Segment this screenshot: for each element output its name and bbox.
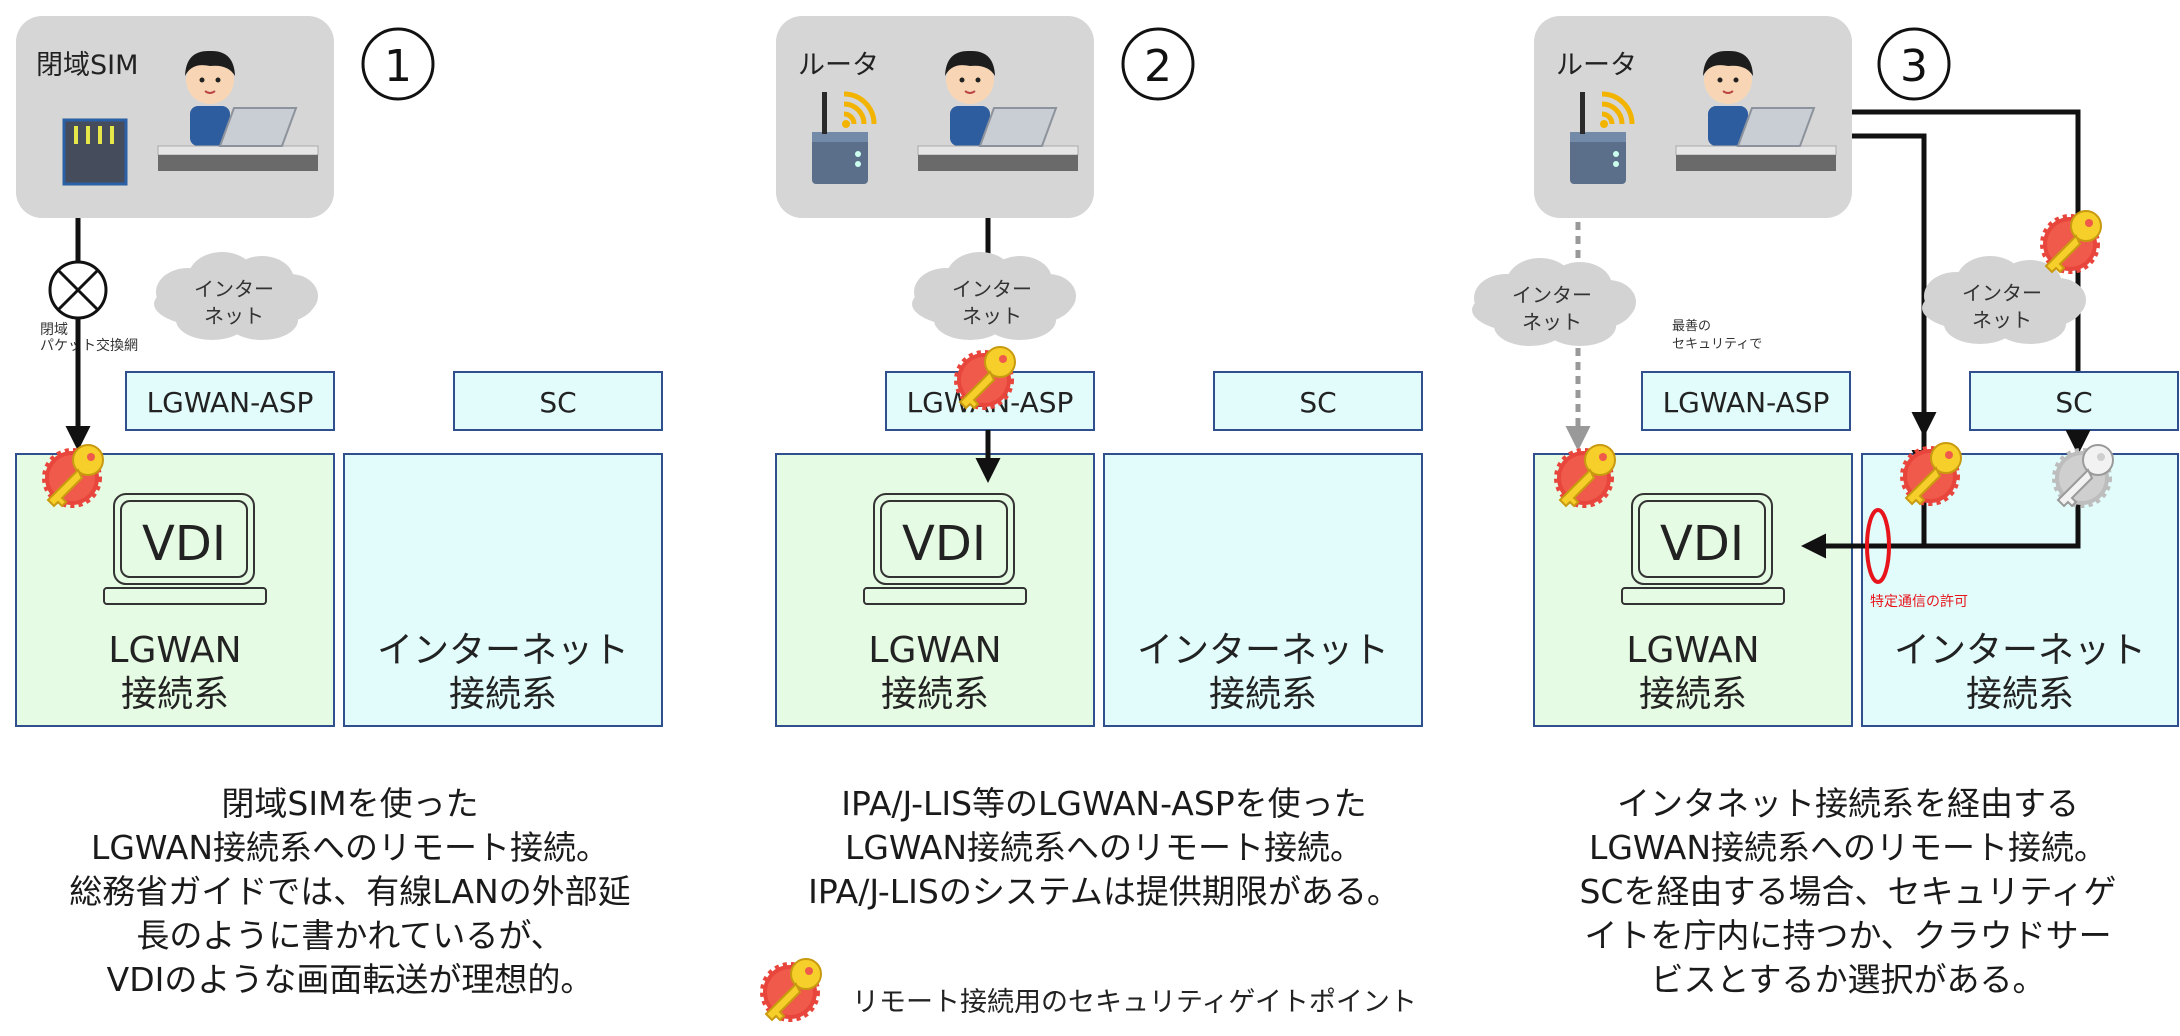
sc-label: SC (2055, 386, 2092, 419)
lgwan-zone-label: LGWAN (868, 630, 1001, 671)
terminal-label: ルータ (798, 50, 879, 81)
lgwan-zone-label-2: 接続系 (1639, 674, 1747, 715)
panel-1: 閉域SIM ① 1 閉域 パケット交換網 インター ネット LGWAN-ASP … (15, 16, 663, 727)
terminal-label: 閉域SIM (36, 50, 138, 81)
route-direct-lgwan (1852, 133, 1937, 437)
permit-label: 特定通信の許可 (1870, 594, 1968, 610)
panel-number-badge (361, 27, 435, 101)
lgwan-zone-label: LGWAN (1626, 630, 1759, 671)
internet-zone (343, 453, 663, 727)
permit-marker (1865, 508, 1891, 584)
caption-panel-2: IPA/J-LIS等のLGWAN-ASPを使った LGWAN接続系へのリモート接… (808, 784, 1400, 911)
internet-label-2: ネット (204, 304, 264, 328)
internet-label: インター (194, 277, 274, 301)
sc-box (1213, 371, 1423, 431)
closed-network-label: 閉域 (40, 322, 68, 338)
internet-zone-label-2: 接続系 (1966, 674, 2074, 715)
svg-text:1: 1 (384, 41, 412, 92)
lgwan-asp-box (125, 371, 335, 431)
internet-label: インター (952, 277, 1032, 301)
lgwan-asp-label: LGWAN-ASP (147, 386, 314, 419)
internet-label: インター (1512, 283, 1592, 307)
lgwan-zone-label-2: 接続系 (121, 674, 229, 715)
internet-zone-label-2: 接続系 (449, 674, 557, 715)
internet-label: インター (1962, 281, 2042, 305)
sc-box (453, 371, 663, 431)
caption-panel-3: インタネット接続系を経由する LGWAN接続系へのリモート接続。 SCを経由する… (1579, 784, 2117, 999)
vdi-label: VDI (1660, 516, 1744, 572)
terminal-label: ルータ (1556, 50, 1637, 81)
best-security-note-2: セキュリティで (1672, 337, 1762, 352)
lgwan-zone-label: LGWAN (108, 630, 241, 671)
svg-text:3: 3 (1900, 41, 1928, 92)
closed-network-switch-icon (48, 260, 108, 320)
caption-panel-1: 閉域SIMを使った LGWAN接続系へのリモート接続。 総務省ガイドでは、有線L… (69, 784, 631, 999)
sim-card-icon (62, 118, 128, 186)
panel-number-badge (1121, 27, 1195, 101)
panel-2: ルータ 2 ② インター ネット LGWAN-ASP SC VDI LGWAN … (775, 16, 1423, 727)
internet-zone-label-2: 接続系 (1209, 674, 1317, 715)
internet-zone-label: インターネット (1137, 630, 1389, 671)
security-gate-key-icon (957, 347, 1015, 408)
sc-label: SC (1299, 386, 1336, 419)
vdi-label: VDI (902, 516, 986, 572)
security-gate-key-icon (2043, 211, 2101, 272)
closed-network-label-2: パケット交換網 (40, 337, 138, 354)
internet-zone-label: インターネット (377, 630, 629, 671)
sc-label: SC (539, 386, 576, 419)
security-gate-key-icon (1903, 443, 1961, 504)
lgwan-zone (775, 453, 1095, 727)
internet-label-2: ネット (1972, 308, 2032, 332)
lgwan-asp-label: LGWAN-ASP (1663, 386, 1830, 419)
lgwan-asp-box (1641, 371, 1851, 431)
vdi-label: VDI (142, 516, 226, 572)
legend-key-icon (763, 959, 821, 1020)
internet-zone-label: インターネット (1894, 630, 2146, 671)
internet-label-2: ネット (962, 304, 1022, 328)
best-security-note: 最善の (1672, 318, 1711, 334)
legend-label: リモート接続用のセキュリティゲイトポイント (852, 987, 1417, 1018)
internet-zone (1103, 453, 1423, 727)
svg-text:2: 2 (1144, 41, 1172, 92)
panel-3: ルータ 3 ③ インター ネット 最善の セキュリティで インター ネット LG… (1472, 16, 2179, 727)
internet-label-2: ネット (1522, 310, 1582, 334)
panel-number-badge (1877, 27, 1951, 101)
lgwan-zone-label-2: 接続系 (881, 674, 989, 715)
